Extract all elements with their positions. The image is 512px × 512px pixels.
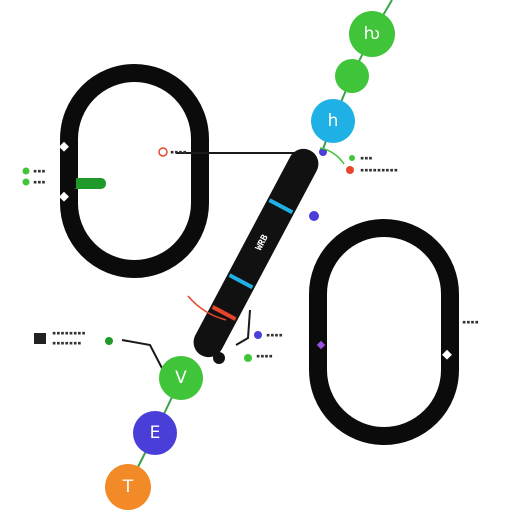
ring-left-diamond-top xyxy=(59,141,69,152)
node-cyan[interactable] xyxy=(311,99,355,143)
annotation-left-top-line-1: ▪▪▪ xyxy=(33,167,46,175)
diagonal-rail: WRB xyxy=(193,148,319,358)
rail-marker-cyan-top xyxy=(268,198,294,215)
rail-green-curve xyxy=(319,147,345,165)
connector-bottom-right xyxy=(235,309,251,346)
rail-knot-top xyxy=(319,148,327,156)
ring-left xyxy=(60,64,209,278)
ring-left-green-bar xyxy=(72,178,106,189)
node-purple-label: E xyxy=(150,423,161,443)
annotation-right-top-dot-1 xyxy=(349,155,355,161)
rail-knot-bottom xyxy=(213,352,225,364)
annotation-right-mid-line-2: ▪▪▪▪ xyxy=(256,352,273,360)
annotation-right-mid-line-1: ▪▪▪▪ xyxy=(266,331,283,339)
node-lower-green[interactable] xyxy=(159,356,203,400)
annotation-right-mid-dot-2 xyxy=(244,354,252,362)
ring-left-diamond-bottom xyxy=(59,191,69,202)
rail-knot-mid xyxy=(309,211,319,221)
annotation-left-bottom-line-1: ▪▪▪▪▪▪▪▪ xyxy=(52,329,86,337)
annotation-left-bottom-box xyxy=(34,333,46,344)
connector-bottom-left xyxy=(121,339,165,373)
annotation-center-top-text: ▪▪▪▪ xyxy=(170,148,187,156)
annotation-center-top-ring xyxy=(158,147,168,157)
rail-red-curve xyxy=(187,295,227,321)
node-upper-green[interactable] xyxy=(335,59,369,93)
node-cyan-label: h xyxy=(328,111,339,131)
annotation-right-top-line-2: ▪▪▪▪▪▪▪▪▪ xyxy=(360,166,398,174)
annotation-right-mid-dot-1 xyxy=(254,331,262,339)
rail-marker-red xyxy=(211,305,237,321)
annotation-left-top-dot-1 xyxy=(22,167,30,175)
ring-right-diamond-left xyxy=(316,340,326,350)
annotation-left-top-line-2: ▪▪▪ xyxy=(33,178,46,186)
node-purple[interactable] xyxy=(133,411,177,455)
annotation-right-top-dot-2 xyxy=(346,166,354,174)
rail-marker-cyan-bottom xyxy=(228,273,254,290)
annotation-right-top-line-1: ▪▪▪ xyxy=(360,154,373,162)
node-orange[interactable] xyxy=(105,464,151,510)
node-top-green[interactable] xyxy=(349,11,395,57)
node-orange-label: T xyxy=(122,477,134,497)
node-top-label: ƕ xyxy=(364,24,381,44)
node-lower-green-label: V xyxy=(175,368,187,388)
annotation-left-bottom-line-2: ▪▪▪▪▪▪▪ xyxy=(52,339,82,347)
annotation-left-top-dot-2 xyxy=(22,178,30,186)
ring-right-diamond-right xyxy=(442,349,452,360)
annotation-far-right-text: ▪▪▪▪ xyxy=(462,318,479,326)
ring-right xyxy=(309,219,459,445)
ring-left-tag xyxy=(60,170,76,188)
annotation-left-bottom-dot xyxy=(105,337,113,345)
